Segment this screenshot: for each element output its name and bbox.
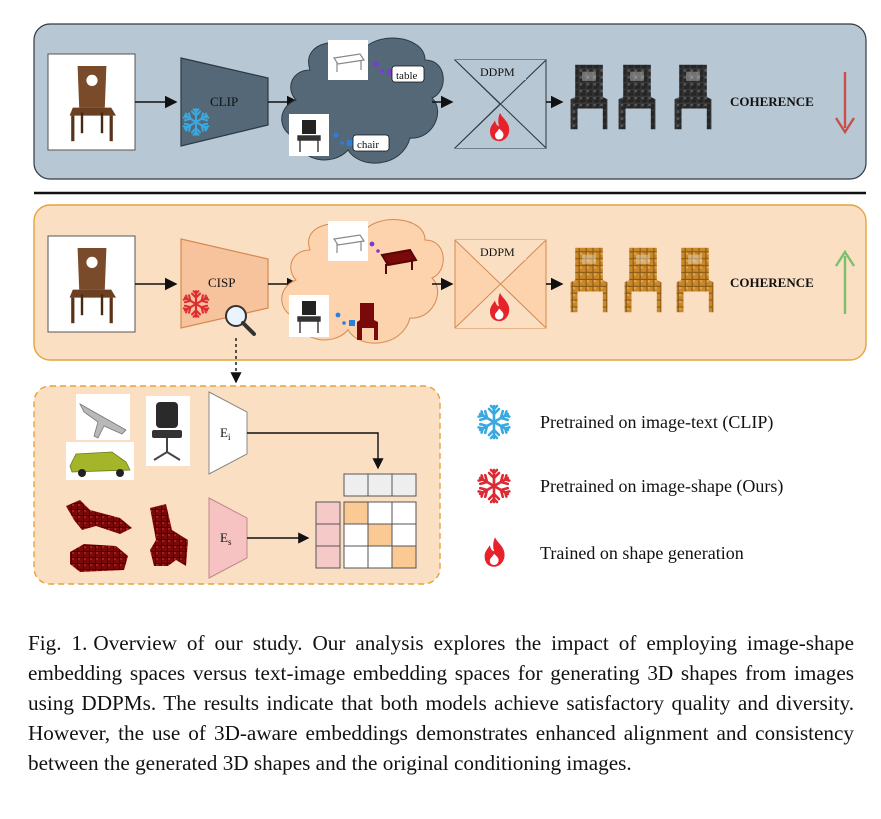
- airplane-image: [76, 394, 130, 440]
- clip-encoder: CLIP: [180, 57, 269, 147]
- figure-caption: Fig. 1.Overview of our study. Our analys…: [28, 628, 854, 778]
- image-encoder-sub: i: [228, 432, 231, 442]
- clip-embedding-cloud: table chair: [281, 37, 444, 164]
- ddpm-top-label: DDPM: [480, 65, 515, 79]
- cisp-encoder-label: CISP: [208, 275, 235, 290]
- cisp-encoder: CISP: [180, 238, 269, 336]
- ddpm-top: DDPM: [453, 58, 547, 150]
- ddpm-bottom: DDPM: [454, 239, 547, 329]
- ddpm-bottom-label: DDPM: [480, 245, 515, 259]
- legend-text-generation: Trained on shape generation: [540, 543, 744, 563]
- snowflake-red-icon: [478, 470, 511, 502]
- input-chair-image-2: [47, 235, 136, 333]
- shape-encoder-label: E: [220, 530, 228, 545]
- legend-item-ours: Pretrained on image-shape (Ours): [478, 470, 783, 502]
- flame-icon: [484, 537, 505, 567]
- legend-text-ours: Pretrained on image-shape (Ours): [540, 476, 783, 497]
- overview-figure: CLIP table chair: [33, 23, 867, 585]
- cisp-embedding-cloud: [281, 219, 444, 344]
- svg-text:Ei: Ei: [220, 425, 231, 442]
- image-encoder: Ei: [208, 391, 248, 475]
- coherence-label-top: COHERENCE: [730, 94, 814, 109]
- input-chair-image: [47, 53, 136, 151]
- snowflake-blue-icon: [478, 406, 511, 438]
- arrow-down-icon: [834, 72, 856, 135]
- arrow-up-icon: [834, 249, 856, 314]
- image-encoder-label: E: [220, 425, 228, 440]
- office-chair-image: [146, 396, 190, 466]
- coherence-label-bottom: COHERENCE: [730, 275, 814, 290]
- caption-lead: Fig. 1.: [28, 631, 88, 655]
- shape-encoder-sub: s: [228, 537, 232, 547]
- legend-item-clip: Pretrained on image-text (CLIP): [478, 406, 773, 438]
- legend-text-clip: Pretrained on image-text (CLIP): [540, 412, 773, 433]
- caption-text: Overview of our study. Our analysis expl…: [28, 631, 854, 775]
- clip-encoder-label: CLIP: [210, 94, 238, 109]
- legend-item-generation: Trained on shape generation: [484, 537, 744, 567]
- top-panel: CLIP table chair: [33, 23, 867, 180]
- legend: Pretrained on image-text (CLIP) Pretrain…: [478, 406, 783, 567]
- similarity-matrix: [315, 473, 417, 569]
- voxel-shapes: [66, 500, 188, 572]
- magnifier-icon: [225, 305, 256, 336]
- tag-table: table: [396, 70, 417, 82]
- svg-text:Es: Es: [220, 530, 232, 547]
- bottom-panel: CISP D: [33, 204, 867, 361]
- tag-chair: chair: [357, 139, 379, 151]
- car-image: [66, 442, 134, 480]
- shape-encoder: Es: [208, 497, 248, 579]
- detail-panel: Ei Es: [33, 385, 441, 585]
